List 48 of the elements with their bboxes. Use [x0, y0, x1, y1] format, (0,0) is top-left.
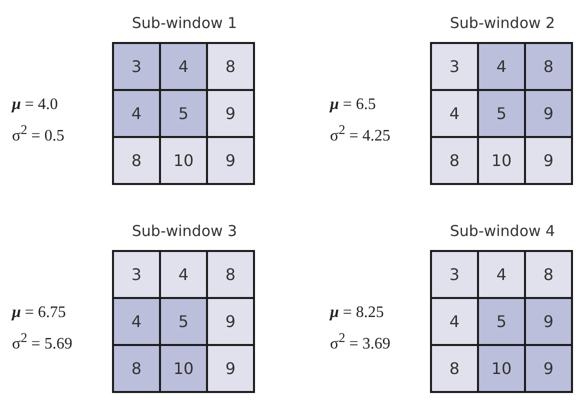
matrix-cell: 9: [206, 136, 255, 185]
matrix-cell: 5: [159, 297, 208, 346]
matrix-cell: 9: [524, 344, 573, 393]
matrix-cell: 9: [524, 89, 573, 138]
matrix-cell: 5: [477, 297, 526, 346]
matrix-cell: 8: [112, 136, 161, 185]
variance-label: σ$^{2}$ = 4.25: [330, 122, 390, 146]
variance-label: σ$^{2}$ = 5.69: [12, 330, 72, 354]
matrix-cell: 4: [430, 89, 479, 138]
mean-label: μ = 6.75: [12, 304, 66, 322]
matrix-cell: 8: [430, 344, 479, 393]
matrix-cell: 9: [206, 344, 255, 393]
matrix-cell: 4: [159, 42, 208, 91]
matrix-cell: 3: [430, 250, 479, 299]
mean-label: μ = 6.5: [330, 96, 376, 114]
matrix-cell: 5: [159, 89, 208, 138]
matrix-cell: 4: [159, 250, 208, 299]
matrix-cell: 3: [112, 42, 161, 91]
matrix-cell: 4: [430, 297, 479, 346]
matrix-cell: 3: [430, 42, 479, 91]
matrix-cell: 4: [477, 42, 526, 91]
matrix-cell: 4: [477, 250, 526, 299]
mean-label: μ = 8.25: [330, 304, 384, 322]
window-title: Sub-window 2: [448, 14, 556, 32]
matrix-cell: 10: [477, 344, 526, 393]
matrix-cell: 10: [477, 136, 526, 185]
window-title: Sub-window 3: [130, 222, 238, 240]
window-title: Sub-window 4: [448, 222, 556, 240]
variance-label: σ$^{2}$ = 3.69: [330, 330, 390, 354]
matrix-cell: 10: [159, 344, 208, 393]
matrix-cell: 8: [206, 250, 255, 299]
matrix-cell: 4: [112, 297, 161, 346]
window-title: Sub-window 1: [130, 14, 238, 32]
matrix-cell: 10: [159, 136, 208, 185]
matrix-cell: 8: [112, 344, 161, 393]
matrix-cell: 5: [477, 89, 526, 138]
matrix-cell: 8: [524, 250, 573, 299]
matrix-cell: 9: [206, 297, 255, 346]
mean-label: μ = 4.0: [12, 96, 58, 114]
matrix-cell: 8: [430, 136, 479, 185]
matrix-cell: 3: [112, 250, 161, 299]
variance-label: σ$^{2}$ = 0.5: [12, 122, 64, 146]
matrix-cell: 9: [206, 89, 255, 138]
matrix-cell: 8: [206, 42, 255, 91]
matrix-cell: 9: [524, 297, 573, 346]
matrix-cell: 8: [524, 42, 573, 91]
matrix-cell: 4: [112, 89, 161, 138]
matrix-cell: 9: [524, 136, 573, 185]
